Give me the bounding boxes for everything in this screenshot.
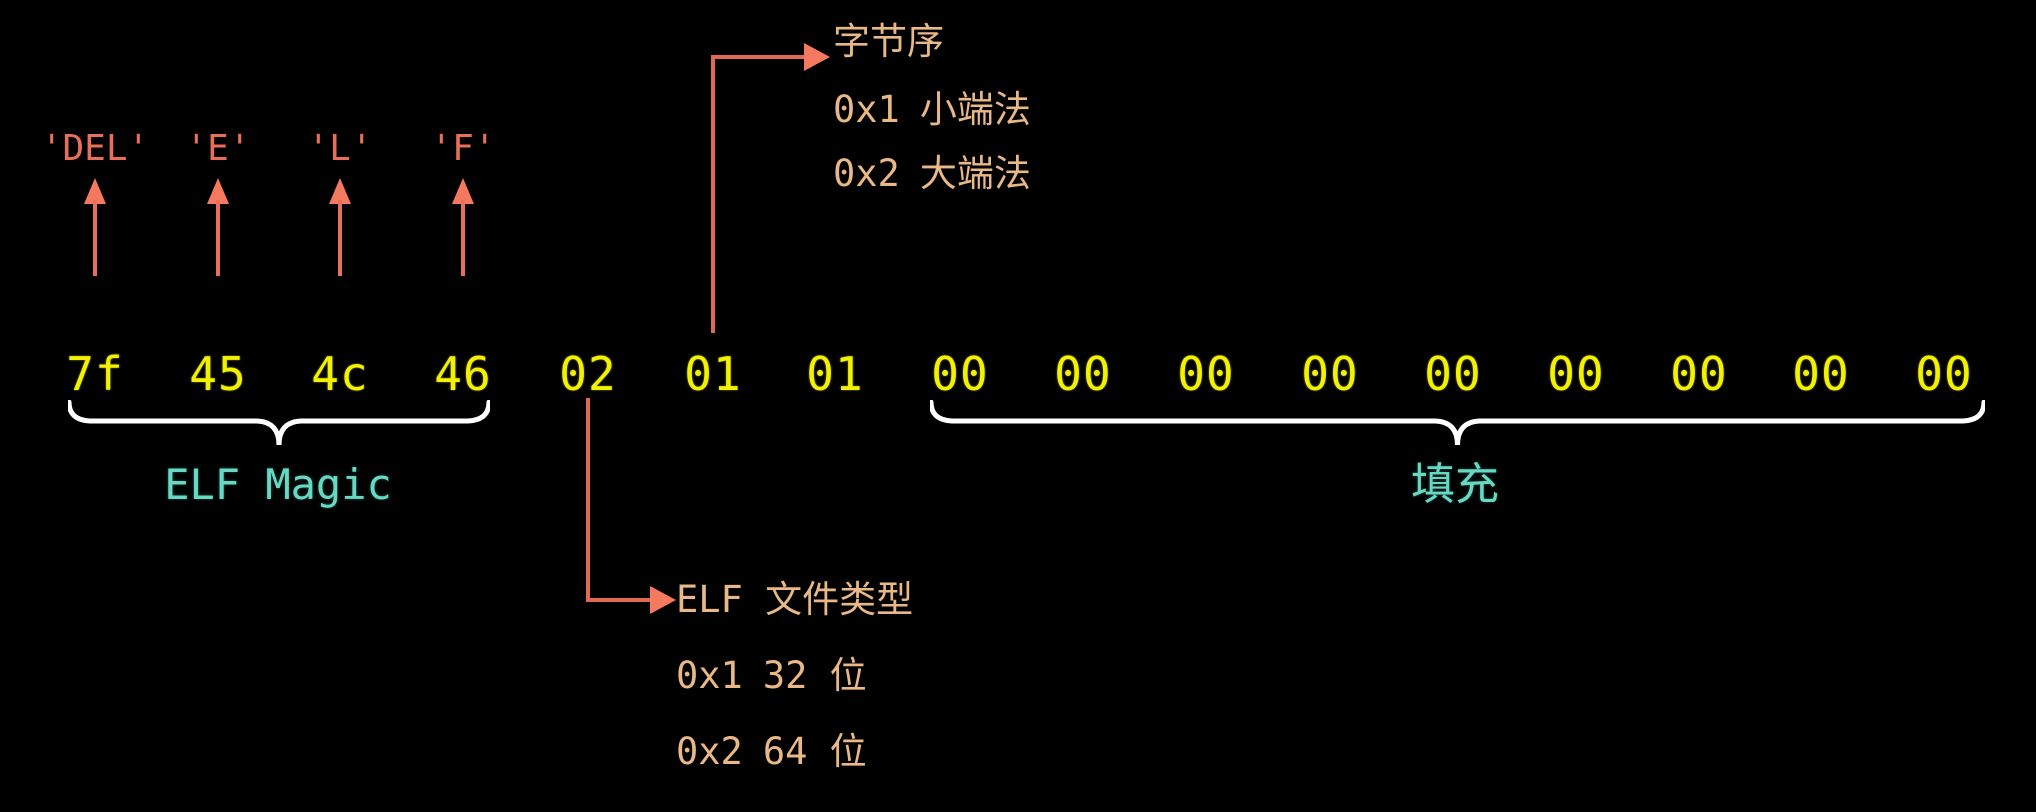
elf-class-option-2-code: 0x2	[676, 730, 743, 773]
byte-cell: 45	[189, 347, 247, 401]
elf-class-connector-horizontal	[586, 598, 668, 602]
group-label: 填充	[1411, 459, 1499, 510]
elf-class-option-1-meaning: 32 位	[762, 654, 867, 697]
underbrace	[930, 400, 1985, 452]
byte-cell: 00	[1915, 347, 1973, 401]
byte-cell: 7f	[66, 347, 124, 401]
byte-order-option-2: 0x2 大端法	[833, 152, 1031, 196]
byte-cell: 01	[806, 347, 864, 401]
byte-cell: 00	[1547, 347, 1605, 401]
arrow-shaft	[338, 200, 342, 276]
byte-order-title: 字节序	[833, 20, 944, 63]
elf-class-arrow-head-icon	[650, 586, 676, 614]
ascii-label: 'DEL'	[40, 128, 150, 169]
magic-up-arrow-icon	[84, 178, 106, 276]
arrow-head-icon	[207, 178, 229, 204]
ascii-label: 'L'	[307, 128, 373, 169]
elf-class-option-1-code: 0x1	[676, 654, 743, 697]
elf-class-option-1: 0x1 32 位	[676, 654, 867, 698]
byte-cell: 02	[559, 347, 617, 401]
arrow-head-icon	[452, 178, 474, 204]
byte-cell: 46	[434, 347, 492, 401]
byte-cell: 00	[1054, 347, 1112, 401]
byte-order-connector-horizontal	[711, 55, 823, 59]
elf-class-connector-vertical	[586, 398, 590, 602]
arrow-shaft	[216, 200, 220, 276]
byte-cell: 4c	[311, 347, 369, 401]
elf-class-option-2-meaning: 64 位	[762, 730, 867, 773]
byte-cell: 00	[1177, 347, 1235, 401]
byte-order-option-1: 0x1 小端法	[833, 88, 1031, 132]
byte-cell: 01	[684, 347, 742, 401]
magic-up-arrow-icon	[329, 178, 351, 276]
arrow-shaft	[93, 200, 97, 276]
byte-order-option-2-meaning: 大端法	[919, 152, 1031, 195]
byte-order-arrow-head-icon	[804, 43, 830, 71]
magic-up-arrow-icon	[452, 178, 474, 276]
byte-cell: 00	[1792, 347, 1850, 401]
byte-cell: 00	[1424, 347, 1482, 401]
arrow-head-icon	[329, 178, 351, 204]
byte-order-option-1-meaning: 小端法	[919, 88, 1031, 131]
elf-class-option-2: 0x2 64 位	[676, 730, 867, 774]
byte-cell: 00	[931, 347, 989, 401]
magic-up-arrow-icon	[207, 178, 229, 276]
brace-path	[930, 400, 1985, 446]
underbrace	[68, 400, 490, 452]
byte-order-option-2-code: 0x2	[833, 152, 900, 195]
byte-cell: 00	[1670, 347, 1728, 401]
elf-class-title: ELF 文件类型	[676, 578, 914, 621]
arrow-head-icon	[84, 178, 106, 204]
ascii-label: 'F'	[430, 128, 496, 169]
byte-cell: 00	[1301, 347, 1359, 401]
byte-order-connector-vertical	[711, 55, 715, 333]
brace-path	[68, 400, 490, 446]
byte-order-option-1-code: 0x1	[833, 88, 900, 131]
ascii-label: 'E'	[185, 128, 251, 169]
group-label: ELF Magic	[164, 460, 392, 509]
arrow-shaft	[461, 200, 465, 276]
